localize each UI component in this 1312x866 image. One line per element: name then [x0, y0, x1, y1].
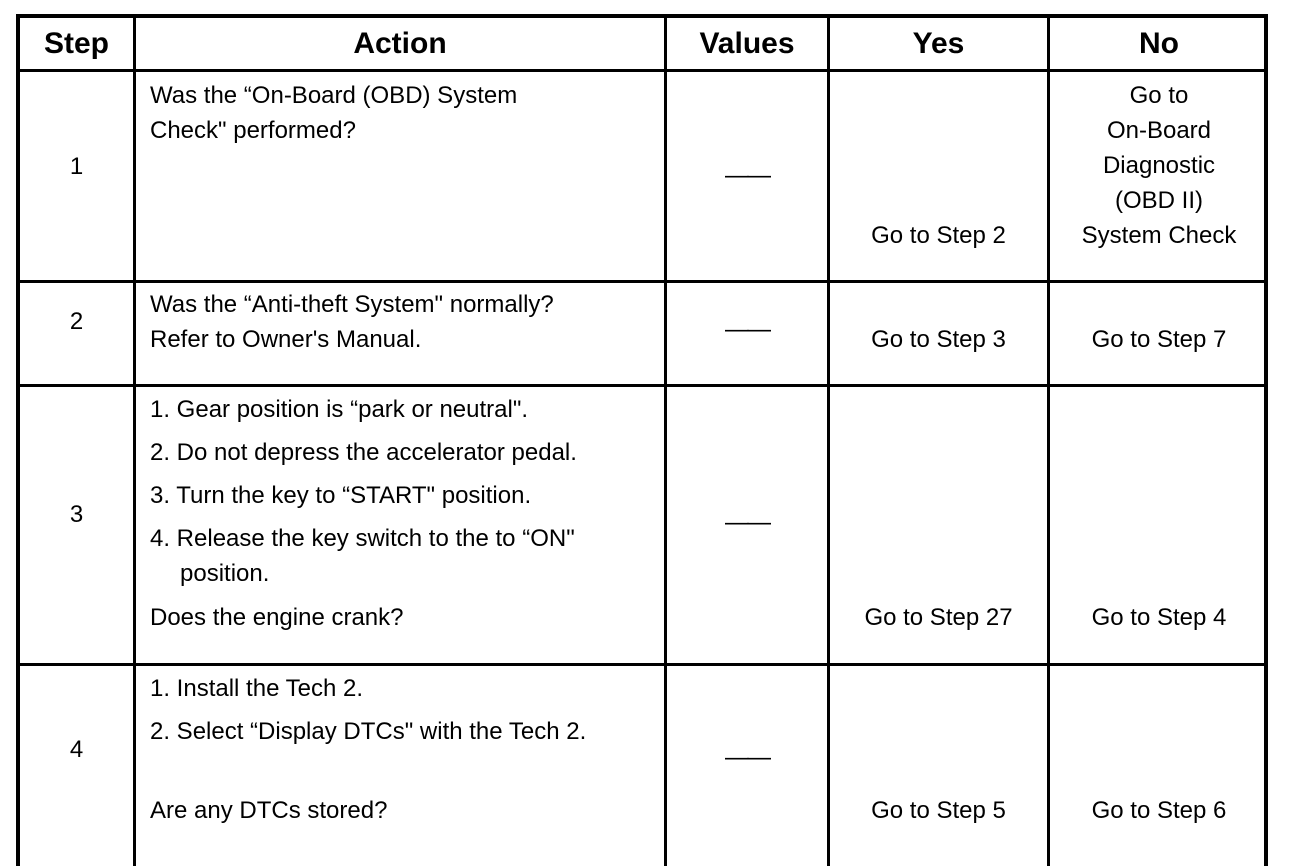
action-line: Refer to Owner's Manual.	[150, 326, 422, 353]
yes-cell: Go to Step 3	[830, 283, 1050, 384]
yes-cell: Go to Step 27	[830, 387, 1050, 663]
yes-text: Go to Step 2	[871, 222, 1006, 249]
values-cell: ——	[667, 666, 830, 866]
action-line: Check" performed?	[150, 117, 356, 144]
no-cell: Go to Step 4	[1050, 387, 1268, 663]
header-values: Values	[667, 18, 830, 69]
yes-cell: Go to Step 2	[830, 72, 1050, 280]
step-number: 3	[69, 501, 84, 528]
action-question: Does the engine crank?	[150, 604, 404, 631]
step-cell: 1	[20, 72, 136, 280]
yes-cell: Go to Step 5	[830, 666, 1050, 866]
header-step: Step	[20, 18, 136, 69]
header-yes: Yes	[830, 18, 1050, 69]
no-text: Go to Step 7	[1091, 326, 1227, 353]
values-cell: ——	[667, 283, 830, 384]
values-text: ——	[725, 744, 771, 771]
action-cell: Was the “Anti-theft System" normally? Re…	[136, 283, 667, 384]
action-cell: Was the “On-Board (OBD) System Check" pe…	[136, 72, 667, 280]
no-text: Go to Step 4	[1091, 604, 1227, 631]
step-number: 4	[69, 736, 84, 763]
action-item: 1. Gear position is “park or neutral".	[150, 396, 529, 423]
values-cell: ——	[667, 72, 830, 280]
header-row: Step Action Values Yes No	[20, 18, 1264, 72]
no-line: System Check	[1081, 222, 1237, 249]
no-cell: Go to Step 7	[1050, 283, 1268, 384]
header-action: Action	[136, 18, 667, 69]
step-number: 1	[69, 153, 84, 180]
action-item: 3. Turn the key to “START" position.	[150, 482, 532, 509]
yes-text: Go to Step 5	[871, 797, 1006, 824]
no-text: Go to Step 6	[1091, 797, 1227, 824]
values-text: ——	[725, 509, 771, 536]
action-item: 2. Select “Display DTCs" with the Tech 2…	[150, 718, 587, 745]
no-cell: Go to On-Board Diagnostic (OBD II) Syste…	[1050, 72, 1268, 280]
header-no: No	[1139, 26, 1179, 60]
yes-text: Go to Step 27	[864, 604, 1013, 631]
step-number: 2	[69, 308, 84, 335]
action-question: Are any DTCs stored?	[150, 797, 388, 824]
table-row: 3 1. Gear position is “park or neutral".…	[20, 387, 1264, 666]
action-item: 4. Release the key switch to the to “ON"…	[150, 525, 575, 587]
action-item: 1. Install the Tech 2.	[150, 675, 364, 702]
no-cell: Go to Step 6	[1050, 666, 1268, 866]
values-cell: ——	[667, 387, 830, 663]
step-cell: 4	[20, 666, 136, 866]
values-text: ——	[725, 316, 771, 343]
step-cell: 2	[20, 283, 136, 384]
no-line: On-Board	[1106, 117, 1212, 144]
table-row: 4 1. Install the Tech 2. 2. Select “Disp…	[20, 666, 1264, 866]
no-line: Diagnostic	[1102, 152, 1216, 179]
no-line: Go to	[1129, 82, 1189, 109]
action-cell: 1. Gear position is “park or neutral". 2…	[136, 387, 667, 663]
action-line: Was the “Anti-theft System" normally?	[150, 291, 554, 318]
yes-text: Go to Step 3	[871, 326, 1006, 353]
diagnostic-table: Step Action Values Yes No 1 Was the “On-…	[16, 14, 1268, 866]
action-item: 2. Do not depress the accelerator pedal.	[150, 439, 577, 466]
table-row: 1 Was the “On-Board (OBD) System Check" …	[20, 72, 1264, 283]
table-row: 2 Was the “Anti-theft System" normally? …	[20, 283, 1264, 387]
values-text: ——	[725, 162, 771, 189]
step-cell: 3	[20, 387, 136, 663]
action-cell: 1. Install the Tech 2. 2. Select “Displa…	[136, 666, 667, 866]
no-line: (OBD II)	[1115, 187, 1203, 214]
action-line: Was the “On-Board (OBD) System	[150, 82, 518, 109]
